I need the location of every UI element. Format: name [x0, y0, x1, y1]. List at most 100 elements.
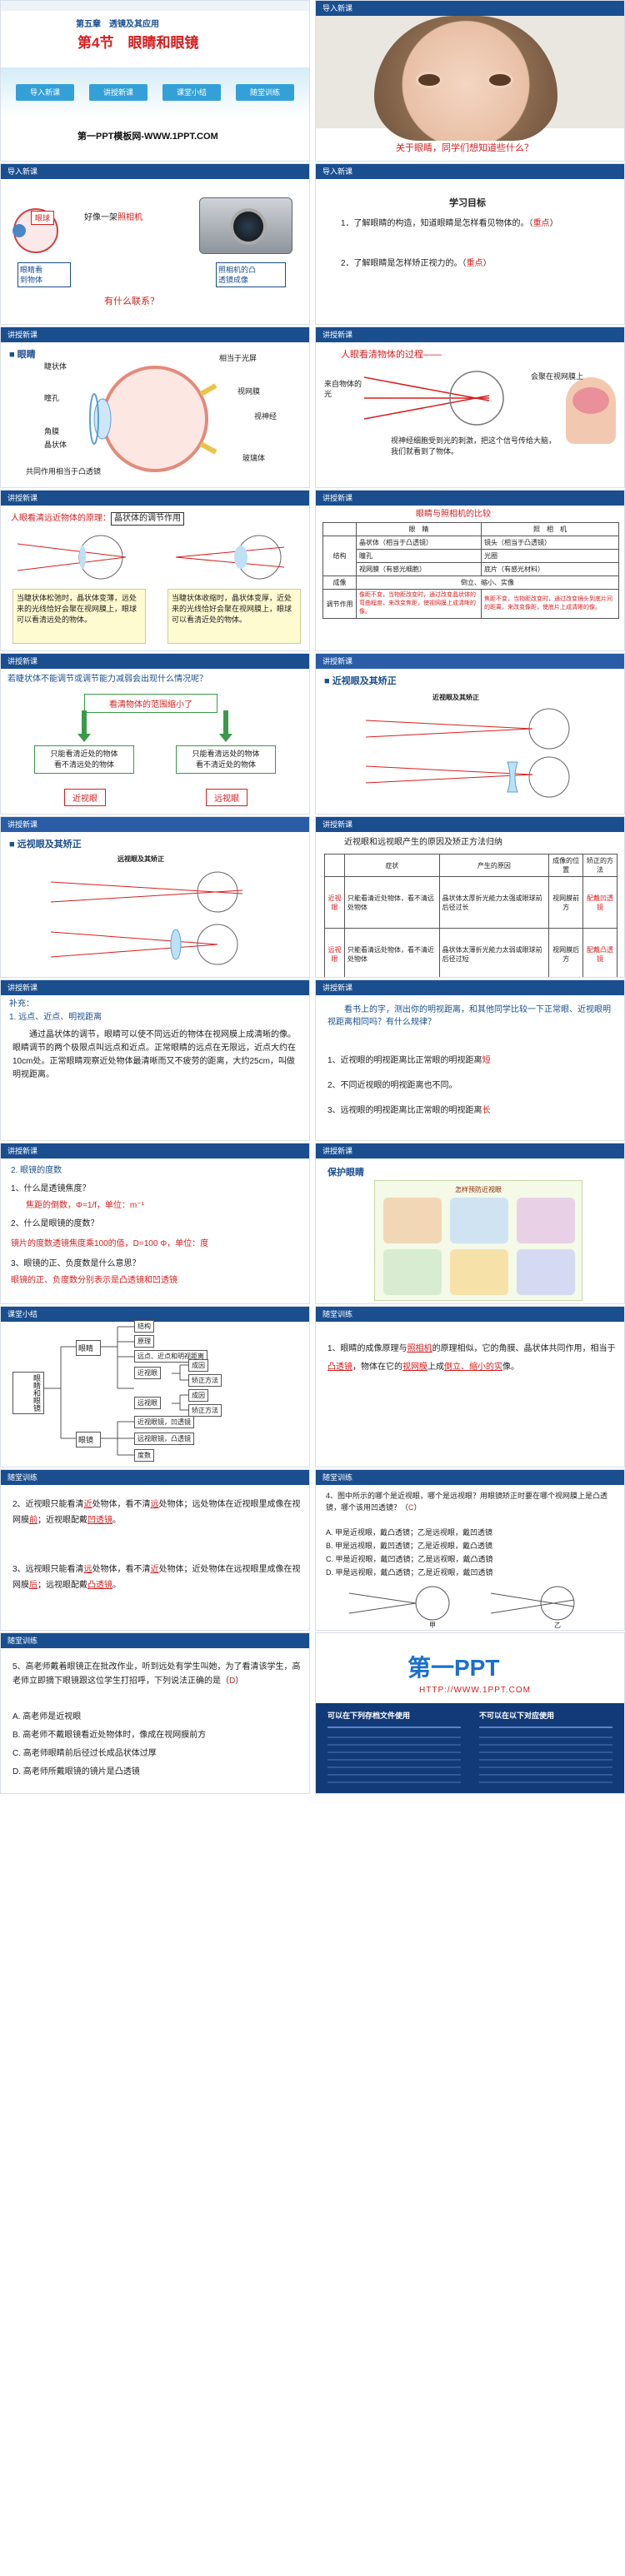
option-c[interactable]: C. 高老师眼睛前后径过长成品状体过厚 [12, 1749, 157, 1758]
option-b[interactable]: B. 高老师不戴眼镜看近处物体时，像成在视网膜前方 [12, 1731, 207, 1740]
slide-exercise-4[interactable]: 随堂训练 4、图中所示的哪个是近视眼，哪个是远视眼？用眼镜矫正时要在哪个视网膜上… [315, 1469, 625, 1631]
table-cell: 光圈 [481, 549, 619, 563]
slide-header: 导入新课 [316, 1, 624, 16]
page-title: 第4节 眼睛和眼镜 [78, 35, 199, 51]
range-box: 看清物体的范围缩小了 [84, 694, 218, 713]
label-ciliary: 睫状体 [44, 362, 68, 371]
slide-far-near-points[interactable]: 讲授新课 补充： 1. 远点、近点、明视距离 通过晶状体的调节，眼睛可以使不同远… [0, 979, 310, 1141]
eye-near-diagram [176, 535, 285, 580]
exercise-text: 上成 [428, 1363, 444, 1372]
exercise-text: 。 [112, 1516, 121, 1525]
row-6: 讲授新课 ■ 远视眼及其矫正 远视眼及其矫正 讲授新课 近视眼和远视眼产生的原因… [0, 816, 625, 978]
contracted-note: 当睫状体收缩时，晶状体变厚，近处来的光线恰好会聚在视网膜上，眼球可以看清近处的物… [168, 589, 301, 644]
goals-title: 学习目标 [449, 198, 486, 208]
slide-hyperopia-fix[interactable]: 讲授新课 ■ 远视眼及其矫正 远视眼及其矫正 [0, 816, 310, 978]
table-cell: 像距不变，当物距改变时，通过改变晶状体的弯曲程度，来改变焦距，使视网膜上成清晰的… [356, 589, 482, 619]
table-cell: 焦距不变，当物距改变时，通过改变镜头到底片间的距离，来改变像距，使底片上成清晰的… [481, 589, 619, 619]
slide-summary-table[interactable]: 讲授新课 近视眼和远视眼产生的原因及矫正方法归纳 症状 产生的原因 成像的位置 … [315, 816, 625, 978]
option-b[interactable]: B. 甲是远视眼，戴凹透镜；乙是近视眼，戴凸透镜 [326, 1542, 493, 1550]
option-a[interactable]: A. 甲是近视眼，戴凸透镜；乙是远视眼，戴凹透镜 [326, 1528, 493, 1537]
option-d[interactable]: D. 甲是远视眼，戴凸透镜；乙是近视眼，戴凹透镜 [326, 1568, 493, 1577]
slide-title[interactable]: 第五章 透镜及其应用 第4节 眼睛和眼镜 导入新课 讲授新课 课堂小结 随堂训练… [0, 0, 310, 162]
option-a[interactable]: A. 高老师是近视眼 [12, 1712, 82, 1721]
nav-button-4[interactable]: 随堂训练 [236, 84, 294, 101]
exercise-1: 1、眼睛的成像原理与照相机的原理相似，它的角膜、晶状体共同作用，相当于凸透镜，物… [328, 1340, 616, 1377]
table-cell: 照 相 机 [481, 522, 619, 536]
slide-eye-camera[interactable]: 导入新课 眼球 好像一架照相机 眼睛看 到物体 照相机的凸 透镜成像 有什么联系… [0, 163, 310, 325]
comparison-table: 眼 睛 照 相 机 结构 晶状体（相当于凸透镜） 镜头（相当于凸透镜） 瞳孔 光… [322, 522, 619, 619]
slide-exercise-5[interactable]: 随堂训练 5、高老师戴着眼镜正在批改作业，听到远处有学生叫她，为了看清该学生，高… [0, 1632, 310, 1794]
figure-caption: 近视眼及其矫正 [432, 694, 479, 701]
slide-header: 讲授新课 [316, 817, 624, 832]
like-label: 好像一架 [84, 213, 118, 222]
illustration-panel [517, 1198, 575, 1243]
slide-header: 随堂训练 [1, 1633, 309, 1648]
slide-reading-distance[interactable]: 讲授新课 看书上的字，测出你的明视距离，和其他同学比较一下正常眼、近视眼明视距离… [315, 979, 625, 1141]
slide-myopia-fix[interactable]: 讲授新课 ■ 近视眼及其矫正 近视眼及其矫正 [315, 653, 625, 815]
row-9: 课堂小结 眼睛和眼镜 眼睛 眼镜 结构 原理 远点、近点和明视距离 近视眼 远视… [0, 1306, 625, 1467]
option-c[interactable]: C. 甲是近视眼，戴凹透镜；乙是远视眼，戴凸透镜 [326, 1555, 493, 1563]
table-cell: 产生的原因 [438, 854, 550, 877]
slide-accommodation[interactable]: 讲授新课 人眼看清远近物体的原理：晶状体的调节作用 当睫状体松弛时，晶状体变薄，… [0, 490, 310, 651]
nav-button-3[interactable]: 课堂小结 [162, 84, 221, 101]
answer-blank: 后 [29, 1581, 38, 1590]
eye-diagram [89, 366, 218, 472]
table-cell: 成像的位置 [548, 854, 584, 877]
node-glasses: 眼镜 [76, 1432, 101, 1447]
option-d[interactable]: D. 高老师所戴眼镜的镜片是凸透镜 [12, 1767, 140, 1776]
brain-description: 视神经细胞受到光的刺激，把这个信号传给大脑，我们就看到了物体。 [391, 436, 557, 456]
exercise-text: 3、远视眼只能看清 [12, 1565, 84, 1574]
hyperopia-label: 远视眼 [206, 789, 248, 806]
node-hyperopia-glasses: 远视眼镜，凸透镜 [134, 1432, 194, 1445]
goal-1: 1．了解眼睛的构造，知道眼睛是怎样看见物体的。（重点） [341, 217, 608, 231]
figure-caption: 远视眼及其矫正 [118, 855, 164, 863]
footer-watermark: 第一PPT模板网-WWW.1PPT.COM [78, 132, 218, 142]
principle-label: 人眼看清远近物体的原理： [11, 514, 111, 523]
table-cell [324, 854, 345, 877]
mindmap-lines [44, 1326, 188, 1456]
slide-seeing-process[interactable]: 讲授新课 人眼看清物体的过程—— 来自物体的光 会聚在视网膜上 视神经细胞受到光… [315, 326, 625, 488]
table-cell: 视网膜后方 [548, 928, 584, 977]
answer-blank: 视网膜 [402, 1363, 428, 1372]
nav-button-2[interactable]: 讲授新课 [89, 84, 148, 101]
goal-2-end: ） [482, 259, 492, 268]
exercise-4: 4、图中所示的哪个是近视眼，哪个是远视眼？用眼镜矫正时要在哪个视网膜上是凸透镜，… [326, 1490, 618, 1513]
slide-vision-defect[interactable]: 讲授新课 若睫状体不能调节或调节能力减弱会出现什么情况呢？ 看清物体的范围缩小了… [0, 653, 310, 815]
exercise-text: 的原理相似，它的角膜、晶状体共同作用，相当于 [432, 1344, 616, 1353]
table-cell: 症状 [344, 854, 440, 877]
slide-lens-degree[interactable]: 讲授新课 2. 眼镜的度数 1、什么是透镜焦度？ 焦距的倒数，Φ=1/f，单位：… [0, 1143, 310, 1304]
exercise-text: ） [413, 1503, 422, 1512]
slide-brand[interactable]: 第一PPT HTTP://WWW.1PPT.COM 可以在下列存档文件使用 不可… [315, 1632, 625, 1794]
question-2: 2、什么是眼镜的度数？ [11, 1219, 99, 1228]
slide-goals[interactable]: 导入新课 学习目标 1．了解眼睛的构造，知道眼睛是怎样看见物体的。（重点） 2．… [315, 163, 625, 325]
slide-eye-vs-camera[interactable]: 讲授新课 眼睛与照相机的比较 眼 睛 照 相 机 结构 晶状体（相当于凸透镜） … [315, 490, 625, 651]
illustration-panel [450, 1198, 508, 1243]
exercise-text: 2、近视眼只能看清 [12, 1500, 84, 1509]
row-8: 讲授新课 2. 眼镜的度数 1、什么是透镜焦度？ 焦距的倒数，Φ=1/f，单位：… [0, 1143, 625, 1304]
answer-blank: 凸透镜 [328, 1363, 352, 1372]
brand-url[interactable]: HTTP://WWW.1PPT.COM [419, 1686, 531, 1695]
allowed-list [328, 1736, 461, 1786]
slide-intro-photo[interactable]: 导入新课 关于眼睛，同学们想知道些什么？ [315, 0, 625, 162]
slide-header: 随堂训练 [316, 1307, 624, 1322]
exercise-text: 5、高老师戴着眼镜正在批改作业，听到远处有学生叫她，为了看清该学生，高老师立即摘… [12, 1662, 301, 1686]
slide-protect-eyes[interactable]: 讲授新课 保护眼睛 怎样预防近视眼 [315, 1143, 625, 1304]
allowed-title: 可以在下列存档文件使用 [328, 1712, 411, 1720]
node-cause-2: 成因 [188, 1389, 208, 1402]
row-2: 导入新课 眼球 好像一架照相机 眼睛看 到物体 照相机的凸 透镜成像 有什么联系… [0, 163, 625, 325]
slide-mindmap[interactable]: 课堂小结 眼睛和眼镜 眼睛 眼镜 结构 原理 远点、近点和明视距离 近视眼 远视… [0, 1306, 310, 1467]
myopia-label: 近视眼 [64, 789, 106, 806]
top-band [1, 1, 309, 11]
slide-header: 导入新课 [1, 164, 309, 179]
finding-1-answer: 短 [482, 1056, 491, 1065]
slide-eye-structure[interactable]: 讲授新课 ■ 眼睛 睫状体 瞳孔 角膜 晶状体 共同作用相当于凸透镜 相当于光屏… [0, 326, 310, 488]
intro-question: 关于眼睛，同学们想知道些什么？ [396, 143, 533, 153]
license-panel: 可以在下列存档文件使用 不可以在以下对应使用 [316, 1703, 624, 1793]
nav-button-1[interactable]: 导入新课 [16, 84, 74, 101]
principle-text: 人眼看清远近物体的原理：晶状体的调节作用 [11, 512, 184, 526]
slide-exercise-1[interactable]: 随堂训练 1、眼睛的成像原理与照相机的原理相似，它的角膜、晶状体共同作用，相当于… [315, 1306, 625, 1467]
slide-exercise-2-3[interactable]: 随堂训练 2、近视眼只能看清近处物体，看不清远处物体；远处物体在近视眼里成像在视… [0, 1469, 310, 1631]
relaxed-note: 当睫状体松弛时，晶状体变薄，远处来的光线恰好会聚在视网膜上，眼球可以看清远处的物… [12, 589, 146, 644]
connection-question: 有什么联系？ [104, 296, 159, 306]
poster-image: 怎样预防近视眼 [374, 1180, 582, 1301]
